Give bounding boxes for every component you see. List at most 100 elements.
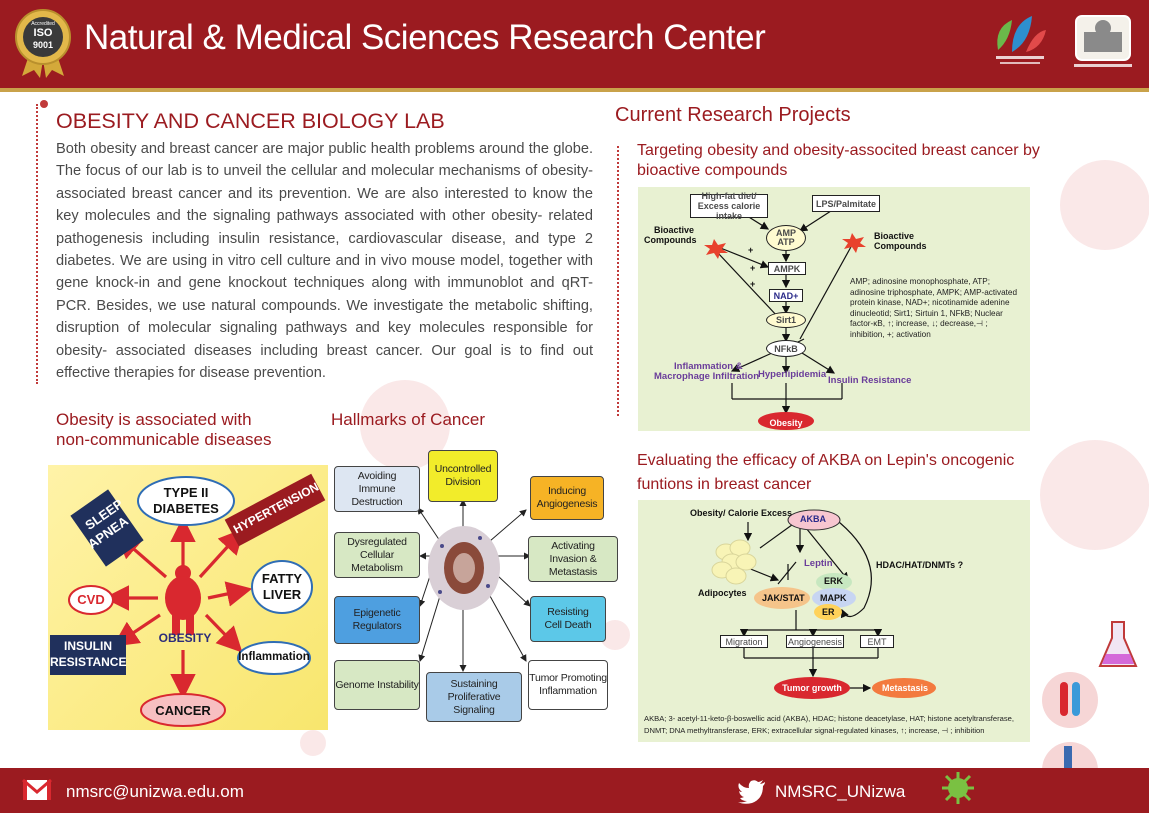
p1-label: NFkB xyxy=(774,343,798,354)
p1-amp-atp-oval: AMP ATP xyxy=(766,225,806,251)
hallmark-label: Invasion & Metastasis xyxy=(548,552,598,578)
p2-adipocytes-label: Adipocytes xyxy=(698,588,747,598)
hallmark-label: Epigenetic xyxy=(353,607,401,619)
inflammation-label: Inflammation xyxy=(238,651,310,663)
p1-label: ATP xyxy=(777,237,795,247)
lab-title: OBESITY AND CANCER BIOLOGY LAB xyxy=(56,109,445,133)
virus-icon xyxy=(940,770,976,806)
page-title: Natural & Medical Sciences Research Cent… xyxy=(84,18,766,57)
p1-nfkb-oval: NFkB xyxy=(766,340,806,357)
p1-sirt1-oval: Sirt1 xyxy=(766,312,806,328)
type2-diabetes-label-1: TYPE II xyxy=(163,485,209,500)
insulin-resistance-label-1: INSULIN xyxy=(64,639,112,653)
p1-label: Sirt1 xyxy=(775,315,796,325)
obesity-diagram: OBESITY TYPE II DIABETES SLEEP APNEA HYP… xyxy=(48,465,328,730)
decor-dotted-line xyxy=(617,146,619,416)
p1-plus-sign: + xyxy=(748,245,754,255)
hallmark-tumor-promoting-inflammation: Tumor Promoting Inflammation xyxy=(528,660,608,710)
footer-email[interactable]: nmsrc@unizwa.edu.om xyxy=(66,782,244,801)
p2-akba-label: AKBA xyxy=(800,514,826,524)
p1-legend: AMP; adinosine monophosphate, ATP; adino… xyxy=(850,277,1018,339)
p1-bioactive-left-1: Bioactive xyxy=(654,225,695,235)
insulin-resistance-label-2: RESISTANCE xyxy=(50,655,127,669)
hallmark-label: Angiogenesis xyxy=(536,498,598,510)
nmsrc-logo-icon xyxy=(990,10,1050,78)
project1-title-2: bioactive compounds xyxy=(637,162,788,179)
p1-plus-sign: + xyxy=(750,279,756,289)
project1-title-1: Targeting obesity and obesity-associted … xyxy=(637,142,1040,159)
project2-diagram: Obesity/ Calorie Excess AKBA Leptin HDAC… xyxy=(638,500,1030,742)
p2-hdac-label: HDAC/HAT/DNMTs ? xyxy=(876,560,964,570)
hallmark-label: Dysregulated xyxy=(347,535,407,548)
p1-inflammation-label-2: Macrophage Infiltration xyxy=(654,371,760,382)
p2-label: Migration xyxy=(725,636,763,647)
hallmark-epigenetic-regulators: Epigenetic Regulators xyxy=(334,596,420,644)
hallmark-resisting-cell-death: Resisting Cell Death xyxy=(530,596,606,642)
p1-nad-box: NAD+ xyxy=(769,289,803,302)
p1-bioactive-right-1: Bioactive xyxy=(874,231,915,241)
hallmark-label: Signaling xyxy=(453,703,495,716)
p2-label: Angiogenesis xyxy=(787,636,843,647)
hallmark-uncontrolled-division: Uncontrolled Division xyxy=(428,450,498,502)
p1-label: AMPK xyxy=(773,263,801,274)
decor-circle xyxy=(300,730,326,756)
obesity-section-title-2: non-communicable diseases xyxy=(56,430,272,449)
p1-inflammation-label-1: Inflammation & xyxy=(674,361,743,372)
hallmark-inducing-angiogenesis: Inducing Angiogenesis xyxy=(530,476,604,520)
p1-label: LPS/Palmitate xyxy=(815,198,877,209)
p1-hyperlipidemia-label: Hyperlipidemia xyxy=(758,369,827,380)
p1-label: Excess calorie intake xyxy=(697,201,761,221)
p1-insulin-label: Insulin Resistance xyxy=(828,375,912,386)
project2-title-1: Evaluating the efficacy of AKBA on Lepin… xyxy=(637,452,1015,469)
header-bar xyxy=(0,0,1149,88)
p2-angiogenesis-box: Angiogenesis xyxy=(786,635,844,648)
hallmark-label: Cellular Metabolism xyxy=(351,548,403,574)
cancer-label: CANCER xyxy=(155,703,211,718)
hallmarks-title: Hallmarks of Cancer xyxy=(331,410,485,429)
p1-label: AMP xyxy=(776,228,796,238)
iso-badge-icon: Accredited ISO 9001 xyxy=(12,8,74,78)
footer-twitter[interactable]: NMSRC_UNizwa xyxy=(775,782,906,801)
p2-label: EMT xyxy=(867,636,887,647)
hallmark-label: Regulators xyxy=(352,620,402,632)
twitter-icon[interactable] xyxy=(738,779,766,804)
p2-mapk-label: MAPK xyxy=(820,593,847,603)
p2-emt-box: EMT xyxy=(860,635,894,648)
p1-bioactive-right-2: Compounds xyxy=(874,241,927,251)
hallmark-label: Activating xyxy=(551,539,595,552)
university-logo-icon xyxy=(1068,10,1138,78)
decor-dot xyxy=(40,100,48,108)
decor-dotted-line xyxy=(36,104,38,384)
p2-legend-1: AKBA; 3- acetyl-11-keto-β-boswellic acid… xyxy=(644,714,1015,723)
p2-tumor-label: Tumor growth xyxy=(782,683,842,693)
hallmark-label: Uncontrolled xyxy=(434,463,492,475)
badge-num-text: 9001 xyxy=(32,40,54,50)
hallmark-dysregulated-metabolism: Dysregulated Cellular Metabolism xyxy=(334,532,420,578)
project2-title-2: funtions in breast cancer xyxy=(637,476,812,493)
hallmark-label: Sustaining Proliferative xyxy=(447,677,501,703)
mail-icon[interactable] xyxy=(22,778,52,802)
hallmark-activating-invasion: Activating Invasion & Metastasis xyxy=(528,536,618,582)
p2-obesity-label: Obesity/ Calorie Excess xyxy=(690,508,793,518)
project1-diagram: High-fat diet/ Excess calorie intake LPS… xyxy=(638,187,1030,431)
hallmark-label: Genome Instability xyxy=(335,678,419,691)
hallmark-label: Resisting xyxy=(547,606,589,618)
p1-plus-sign: + xyxy=(750,263,756,273)
p1-lps-box: LPS/Palmitate xyxy=(812,195,880,212)
hallmark-label: Avoiding xyxy=(357,469,397,482)
cvd-label: CVD xyxy=(77,592,105,607)
decor-circle xyxy=(1040,440,1149,550)
lab-description: Both obesity and breast cancer are major… xyxy=(56,141,593,382)
p2-legend-2: DNMT; DNA methyltransferase, ERK; extrac… xyxy=(644,726,985,735)
p1-label: High-fat diet/ xyxy=(701,191,757,201)
p2-jak-label: JAK/STAT xyxy=(762,593,805,603)
hallmark-sustaining-proliferative: Sustaining Proliferative Signaling xyxy=(426,672,522,722)
hallmark-genome-instability: Genome Instability xyxy=(334,660,420,710)
p2-erk-label: ERK xyxy=(824,576,844,586)
p1-ampk-box: AMPK xyxy=(768,262,806,275)
hallmark-label: Cell Death xyxy=(544,619,592,631)
header-stripe xyxy=(0,88,1149,92)
badge-main-text: ISO xyxy=(33,27,53,39)
projects-title: Current Research Projects xyxy=(615,104,851,126)
hallmark-label: Tumor Promoting xyxy=(529,672,607,684)
